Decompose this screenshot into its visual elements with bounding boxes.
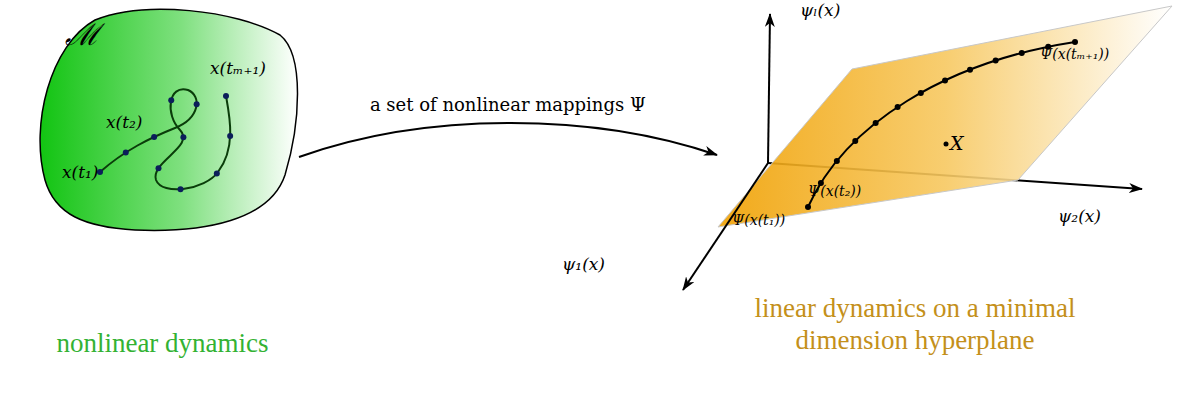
hyperplane-shape: [715, 5, 1175, 230]
mapped-dot: [918, 90, 924, 96]
mapped-trajectory: [808, 42, 1075, 207]
sample-dot: [123, 150, 129, 156]
point-label: x(t₂): [106, 112, 143, 132]
axis-label: ψ₁(x): [562, 254, 605, 274]
mapped-dot: [895, 104, 901, 110]
sample-dot: [178, 186, 184, 192]
sample-dot: [168, 97, 174, 103]
manifold-blob: ℳ: [35, 5, 303, 240]
hyperplane: X: [715, 5, 1175, 230]
manifold-label: ℳ: [65, 13, 100, 54]
sample-dot: [227, 133, 233, 139]
sample-dot: [214, 171, 220, 177]
sample-dot: [194, 101, 200, 107]
trajectory: [100, 89, 230, 189]
sample-dot: [180, 134, 186, 140]
mapped-dot: [873, 120, 879, 126]
point-dot: [944, 142, 949, 147]
caption-right: linear dynamics on a minimal dimension h…: [730, 292, 1100, 357]
axis-label: ψₗ(x): [800, 0, 840, 20]
axis-label: ψ₂(x): [1058, 206, 1101, 226]
mapped-point-label: Ψ(x(tₘ₊₁)): [1040, 46, 1109, 62]
point-label: x(tₘ₊₁): [210, 58, 266, 78]
plane-shape: [718, 6, 1172, 227]
sample-dot: [156, 165, 162, 171]
mapping-arrow: [299, 123, 717, 157]
axis-psiL: [768, 14, 770, 163]
mapped-dot: [942, 77, 948, 83]
mapped-dot: [993, 58, 999, 64]
sample-dot: [151, 134, 157, 140]
sample-dot: [223, 93, 229, 99]
caption-left: nonlinear dynamics: [30, 328, 295, 359]
mapped-dot: [834, 158, 840, 164]
edge-label: a set of nonlinear mappings Ψ: [368, 94, 648, 115]
manifold-outline: [40, 9, 297, 230]
point-label: X: [950, 132, 964, 154]
mapped-dot: [852, 138, 858, 144]
mapped-dot: [1072, 39, 1078, 45]
mapped-point-label: Ψ(x(t₁)): [732, 212, 785, 228]
mapped-point-label: Ψ(x(t₂)): [808, 183, 861, 199]
mapped-dot: [805, 204, 811, 210]
point-label: x(t₁): [62, 162, 99, 182]
mapped-dot: [967, 67, 973, 73]
mapped-dot: [1019, 50, 1025, 56]
